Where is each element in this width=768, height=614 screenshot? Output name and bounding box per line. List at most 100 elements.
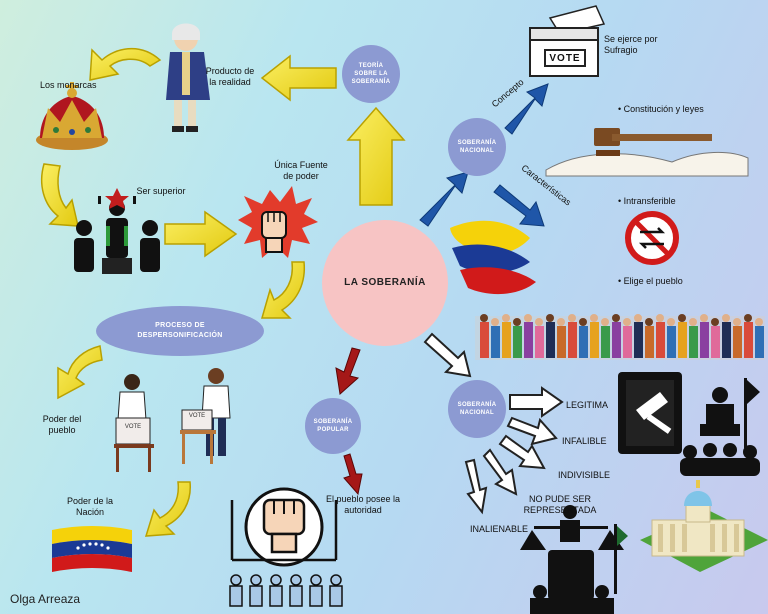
- crowd-person-body: [711, 326, 720, 358]
- author-credit: Olga Arreaza: [10, 592, 81, 606]
- crowd-person-head: [645, 318, 653, 326]
- white-arrow-3: [506, 416, 558, 446]
- node-nacional-top-label: SOBERANÍA NACIONAL: [457, 140, 497, 154]
- yellow-arrow-curve-down-2: [261, 261, 306, 319]
- label-no-representada: NO PUDE SER REPRESENTADA: [523, 494, 597, 515]
- fist-burst-icon: [238, 186, 318, 258]
- node-nacional-top: SOBERANÍA NACIONAL: [448, 118, 506, 176]
- label-sufragio: Se ejerce por Sufragio: [604, 34, 658, 55]
- yellow-arrow-curve-down-3: [144, 481, 191, 537]
- center-title: LA SOBERANÍA: [344, 277, 426, 288]
- label-elige: Elige el pueblo: [618, 276, 718, 287]
- center-node: LA SOBERANÍA: [322, 220, 448, 346]
- label-monarcas: Los monarcas: [40, 80, 97, 90]
- crowd-person-body: [667, 326, 676, 358]
- crowd-person-body: [568, 322, 577, 358]
- crowd-person-head: [733, 318, 741, 326]
- superior-being-icon: [74, 188, 160, 274]
- crowd-person-head: [689, 318, 697, 326]
- crowd-person-head: [722, 314, 730, 322]
- crowd-person-body: [535, 326, 544, 358]
- crowd-person-body: [689, 326, 698, 358]
- label-poder-nacion: Poder de la Nación: [66, 496, 114, 517]
- crowd-person-body: [491, 326, 500, 358]
- crowd-person-head: [491, 318, 499, 326]
- yellow-arrow-up: [346, 106, 406, 206]
- crowd-person-head: [590, 314, 598, 322]
- label-constitucion: Constitución y leyes: [618, 104, 728, 115]
- label-legitima: LEGITIMA: [566, 400, 609, 410]
- crowd-person-head: [634, 314, 642, 322]
- voter-vote-text: VOTE: [124, 424, 142, 430]
- label-producto: Producto de la realidad: [205, 66, 255, 87]
- yellow-arrow-right: [164, 210, 238, 258]
- crowd-person-body: [700, 322, 709, 358]
- crowd-person-head: [711, 318, 719, 326]
- label-inalienable: INALIENABLE: [470, 524, 529, 534]
- crown-icon: [36, 82, 108, 150]
- label-indivisible: INDIVISIBLE: [558, 470, 611, 480]
- crowd-person-body: [579, 326, 588, 358]
- crowd-person-head: [623, 318, 631, 326]
- crowd-person-head: [700, 314, 708, 322]
- crowd-person-body: [524, 322, 533, 358]
- red-arrow-down: [343, 453, 363, 496]
- justice-scale-icon: [520, 505, 628, 614]
- node-teoria: TEORÍA SOBRE LA SOBERANÍA: [342, 45, 400, 103]
- crowd-person-body: [623, 326, 632, 358]
- gavel-book-icon: [545, 128, 749, 177]
- crowd-person-head: [601, 318, 609, 326]
- white-arrow-4: [498, 434, 546, 470]
- crowd-person-body: [590, 322, 599, 358]
- node-nacional-bottom: SOBERANÍA NACIONAL: [448, 380, 506, 438]
- voter-vote-text-2: VOTE: [188, 413, 206, 419]
- no-transfer-sign-icon: [625, 211, 679, 265]
- swirl-flags-icon: [450, 220, 536, 295]
- node-nacional-bottom-label: SOBERANÍA NACIONAL: [457, 402, 497, 416]
- crowd-person-head: [513, 318, 521, 326]
- crowd-person-head: [568, 314, 576, 322]
- crowd-person-head: [755, 318, 763, 326]
- crowd-person-head: [535, 318, 543, 326]
- crowd-person-body: [546, 322, 555, 358]
- crowd-person-body: [601, 326, 610, 358]
- yellow-arrow-left: [260, 54, 337, 102]
- crowd-person-head: [612, 314, 620, 322]
- voters-icon: [114, 368, 231, 472]
- label-pueblo-autoridad: El pueblo posee la autoridad: [325, 494, 401, 515]
- yellow-arrow-curve-left: [89, 47, 162, 81]
- node-teoria-label: TEORÍA SOBRE LA SOBERANÍA: [351, 63, 391, 85]
- crowd-person-head: [678, 314, 686, 322]
- node-popular-label: SOBERANÍA POPULAR: [313, 419, 353, 433]
- crowd-person-head: [744, 314, 752, 322]
- label-poder-pueblo: Poder del pueblo: [42, 414, 82, 435]
- crowd-person-body: [678, 322, 687, 358]
- label-intransferible: Intransferible: [618, 196, 708, 207]
- ballot-box-vote-text: VOTE: [549, 53, 581, 64]
- crowd-person-body: [722, 322, 731, 358]
- label-unica-fuente: Única Fuente de poder: [274, 160, 328, 181]
- crowd-icon: [475, 314, 765, 360]
- yellow-arrow-curve-left-2: [57, 345, 103, 400]
- historical-figure-icon: [166, 23, 210, 132]
- white-arrow-5: [482, 448, 518, 496]
- capitol-building-icon: [640, 480, 768, 572]
- crowd-person-head: [524, 314, 532, 322]
- crowd-person-body: [513, 326, 522, 358]
- judge-book-icon: [618, 372, 682, 454]
- crowd-person-body: [502, 322, 511, 358]
- node-proceso: PROCESO DE DESPERSONIFICACIÓN: [96, 306, 264, 356]
- crowd-person-head: [579, 318, 587, 326]
- venezuela-flag-icon: [52, 526, 132, 572]
- crowd-person-body: [480, 322, 489, 358]
- crowd-person-head: [656, 314, 664, 322]
- crowd-person-head: [502, 314, 510, 322]
- node-popular: SOBERANÍA POPULAR: [305, 398, 361, 454]
- white-arrow-6: [464, 458, 488, 515]
- blue-arrow-up-right: [419, 171, 469, 227]
- crowd-person-body: [744, 322, 753, 358]
- crowd-person-body: [656, 322, 665, 358]
- crowd-person-head: [546, 314, 554, 322]
